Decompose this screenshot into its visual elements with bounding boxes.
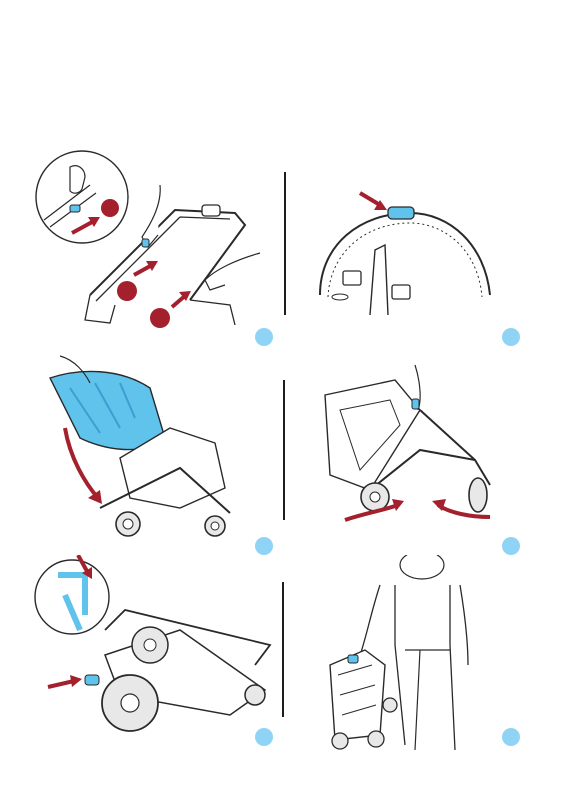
step-5-marker bbox=[255, 728, 273, 746]
step-5-panel bbox=[30, 555, 280, 740]
step-1-marker bbox=[255, 328, 273, 346]
divider-2 bbox=[283, 380, 285, 520]
step-4-panel bbox=[300, 355, 515, 530]
fold-button bbox=[388, 207, 414, 219]
step-3-panel bbox=[40, 348, 285, 538]
action-marker bbox=[150, 308, 170, 328]
divider-1 bbox=[284, 172, 286, 315]
step-1-panel bbox=[30, 145, 280, 330]
step-6-marker bbox=[502, 728, 520, 746]
divider-3 bbox=[282, 582, 284, 717]
step-1-illustration bbox=[30, 145, 280, 330]
step-6-panel bbox=[310, 555, 490, 755]
action-marker bbox=[117, 281, 137, 301]
step-4-illustration bbox=[300, 355, 515, 530]
action-marker bbox=[101, 199, 119, 217]
step-2-panel bbox=[300, 185, 500, 315]
step-5-illustration bbox=[30, 555, 280, 740]
magnifier-callout-icon bbox=[35, 560, 109, 634]
step-3-illustration bbox=[40, 348, 285, 538]
step-3-marker bbox=[255, 537, 273, 555]
step-6-illustration bbox=[310, 555, 490, 755]
step-2-marker bbox=[502, 328, 520, 346]
step-2-illustration bbox=[300, 185, 500, 315]
step-4-marker bbox=[502, 537, 520, 555]
